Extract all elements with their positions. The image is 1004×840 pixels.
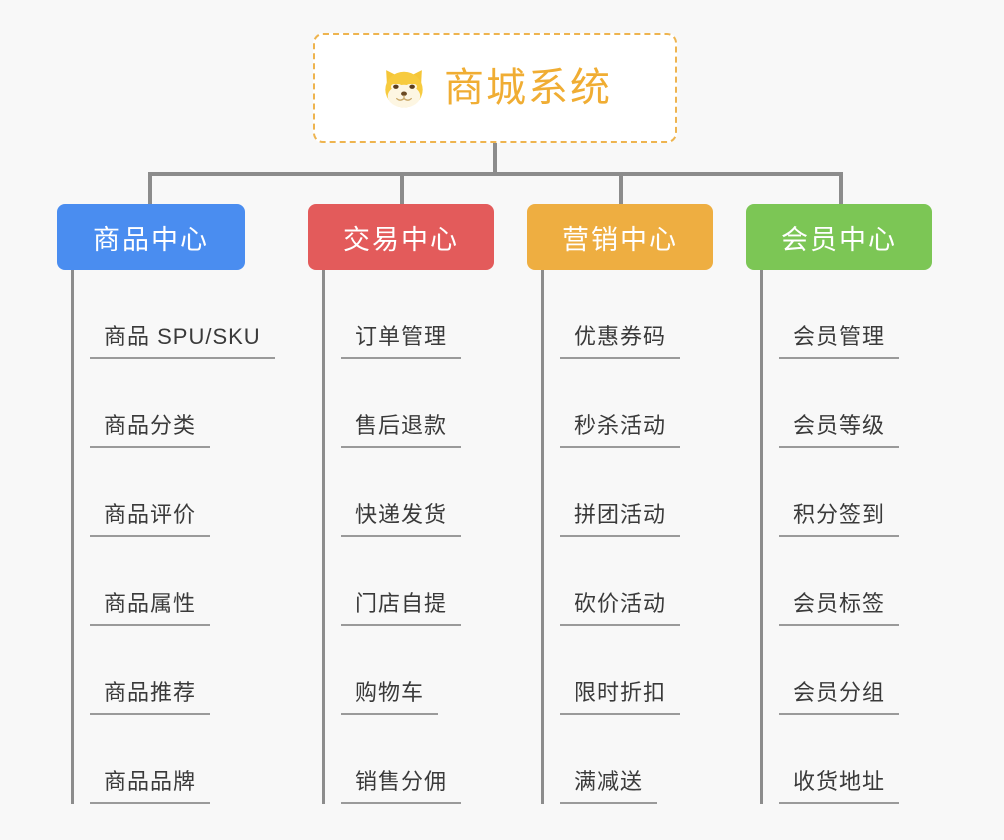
list-item[interactable]: 快递发货 <box>341 448 494 537</box>
branch-column-trade-center: 交易中心 订单管理 售后退款 快递发货 门店自提 购物车 销售分佣 <box>308 204 494 804</box>
list-item[interactable]: 商品评价 <box>90 448 245 537</box>
list-item[interactable]: 会员等级 <box>779 359 932 448</box>
list-item[interactable]: 会员管理 <box>779 270 932 359</box>
list-item-label: 门店自提 <box>341 586 462 626</box>
connector-horizontal-bus <box>149 172 843 176</box>
list-item[interactable]: 满减送 <box>560 715 713 804</box>
list-item-label: 收货地址 <box>779 764 900 804</box>
list-item[interactable]: 商品 SPU/SKU <box>90 270 275 359</box>
connector-drop-1 <box>148 172 152 206</box>
branch-items-marketing-center: 优惠券码 秒杀活动 拼团活动 砍价活动 限时折扣 满减送 <box>541 270 713 804</box>
list-item[interactable]: 砍价活动 <box>560 537 713 626</box>
list-item[interactable]: 会员分组 <box>779 626 932 715</box>
branch-items-member-center: 会员管理 会员等级 积分签到 会员标签 会员分组 收货地址 <box>760 270 932 804</box>
branch-header-trade-center[interactable]: 交易中心 <box>308 204 494 270</box>
list-item-label: 优惠券码 <box>560 319 681 359</box>
branch-column-member-center: 会员中心 会员管理 会员等级 积分签到 会员标签 会员分组 收货地址 <box>746 204 932 804</box>
root-node-mall-system[interactable]: 商城系统 <box>313 33 677 143</box>
list-item-label: 拼团活动 <box>560 497 681 537</box>
list-item[interactable]: 销售分佣 <box>341 715 494 804</box>
list-item-label: 会员等级 <box>779 408 900 448</box>
list-item[interactable]: 订单管理 <box>341 270 494 359</box>
list-item[interactable]: 门店自提 <box>341 537 494 626</box>
list-item-label: 会员标签 <box>779 586 900 626</box>
list-item-label: 商品推荐 <box>90 675 211 715</box>
list-item[interactable]: 商品属性 <box>90 537 245 626</box>
list-item[interactable]: 售后退款 <box>341 359 494 448</box>
list-item[interactable]: 会员标签 <box>779 537 932 626</box>
list-item-label: 满减送 <box>560 764 658 804</box>
branch-header-label: 会员中心 <box>781 224 897 255</box>
branch-column-product-center: 商品中心 商品 SPU/SKU 商品分类 商品评价 商品属性 商品推荐 商品品牌 <box>57 204 275 804</box>
connector-root-stem <box>493 143 497 175</box>
branch-header-member-center[interactable]: 会员中心 <box>746 204 932 270</box>
list-item-label: 限时折扣 <box>560 675 681 715</box>
list-item[interactable]: 拼团活动 <box>560 448 713 537</box>
branch-header-marketing-center[interactable]: 营销中心 <box>527 204 713 270</box>
branch-header-label: 商品中心 <box>93 224 209 255</box>
branch-header-label: 交易中心 <box>343 224 459 255</box>
list-item-label: 商品属性 <box>90 586 211 626</box>
list-item-label: 销售分佣 <box>341 764 462 804</box>
list-item[interactable]: 商品推荐 <box>90 626 245 715</box>
list-item-label: 会员分组 <box>779 675 900 715</box>
connector-drop-4 <box>839 172 843 206</box>
list-item-label: 积分签到 <box>779 497 900 537</box>
branch-column-marketing-center: 营销中心 优惠券码 秒杀活动 拼团活动 砍价活动 限时折扣 满减送 <box>527 204 713 804</box>
list-item-label: 订单管理 <box>341 319 462 359</box>
list-item[interactable]: 商品分类 <box>90 359 245 448</box>
list-item[interactable]: 购物车 <box>341 626 494 715</box>
branch-items-product-center: 商品 SPU/SKU 商品分类 商品评价 商品属性 商品推荐 商品品牌 <box>71 270 275 804</box>
list-item-label: 商品 SPU/SKU <box>90 319 275 359</box>
branch-header-label: 营销中心 <box>562 224 678 255</box>
connector-drop-3 <box>619 172 623 206</box>
list-item[interactable]: 商品品牌 <box>90 715 245 804</box>
branch-header-product-center[interactable]: 商品中心 <box>57 204 245 270</box>
list-item[interactable]: 优惠券码 <box>560 270 713 359</box>
root-node-title: 商城系统 <box>444 66 612 110</box>
list-item-label: 快递发货 <box>341 497 462 537</box>
list-item-label: 会员管理 <box>779 319 900 359</box>
branch-items-trade-center: 订单管理 售后退款 快递发货 门店自提 购物车 销售分佣 <box>322 270 494 804</box>
list-item-label: 售后退款 <box>341 408 462 448</box>
list-item-label: 砍价活动 <box>560 586 681 626</box>
list-item-label: 购物车 <box>341 675 439 715</box>
list-item-label: 商品品牌 <box>90 764 211 804</box>
list-item[interactable]: 积分签到 <box>779 448 932 537</box>
list-item-label: 商品评价 <box>90 497 211 537</box>
list-item[interactable]: 秒杀活动 <box>560 359 713 448</box>
connector-drop-2 <box>400 172 404 206</box>
list-item-label: 秒杀活动 <box>560 408 681 448</box>
list-item-label: 商品分类 <box>90 408 211 448</box>
list-item[interactable]: 限时折扣 <box>560 626 713 715</box>
shiba-dog-face-icon <box>385 70 423 109</box>
list-item[interactable]: 收货地址 <box>779 715 932 804</box>
